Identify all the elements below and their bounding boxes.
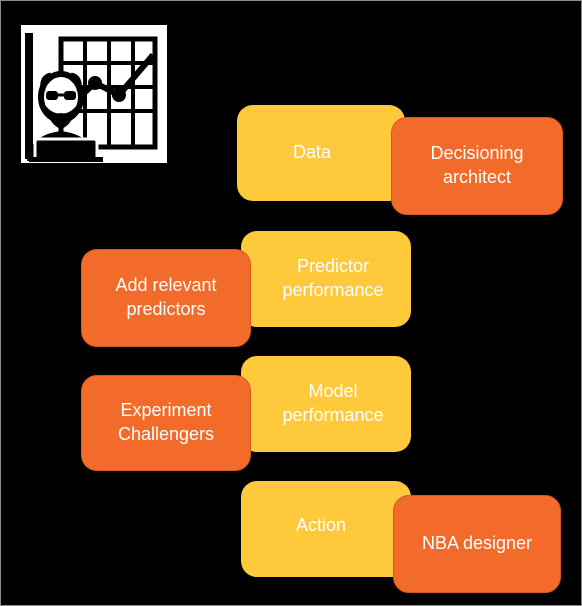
stage-data-box: Data <box>237 105 405 201</box>
role-decisioning-architect-box: Decisioning architect <box>391 117 563 215</box>
stage-predictor-performance-box: Predictor performance <box>241 231 411 327</box>
stage-data-label: Data <box>292 142 332 163</box>
stage-model-performance-label: Model performance <box>282 381 384 425</box>
role-experiment-challengers-box: Experiment Challengers <box>81 375 251 471</box>
role-add-relevant-predictors-box: Add relevant predictors <box>81 249 251 347</box>
data-scientist-icon <box>21 25 167 163</box>
role-nba-designer-label: NBA designer <box>421 533 533 554</box>
role-decisioning-architect-label: Decisioning architect <box>430 143 524 187</box>
stage-predictor-performance-label: Predictor performance <box>282 256 384 300</box>
stage-action-box: Action <box>241 481 411 577</box>
role-add-relevant-predictors-label: Add relevant predictors <box>115 275 217 319</box>
analyst-with-chart-icon <box>25 33 158 163</box>
stage-model-performance-box: Model performance <box>241 356 411 452</box>
role-experiment-challengers-label: Experiment Challengers <box>117 400 215 444</box>
stage-action-label: Action <box>295 515 347 536</box>
role-nba-designer-box: NBA designer <box>393 495 561 593</box>
